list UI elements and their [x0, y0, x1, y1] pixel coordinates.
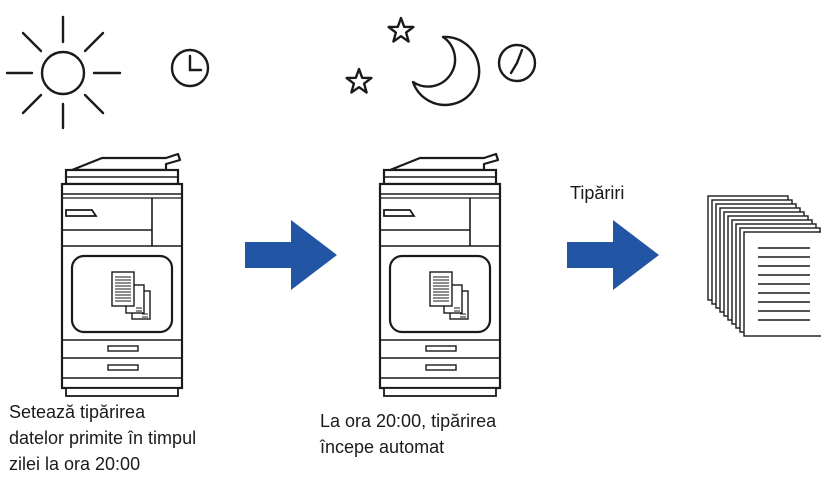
star-icon	[387, 16, 415, 43]
step1-caption: Setează tipărirea datelor primite în tim…	[9, 399, 196, 477]
printer-icon	[378, 152, 502, 398]
caption-line: La ora 20:00, tipărirea	[320, 411, 497, 431]
clock-icon	[170, 48, 210, 88]
arrow-label: Tipăriri	[570, 183, 625, 203]
moon-icon	[411, 35, 481, 107]
star-icon	[345, 67, 373, 94]
arrow-right-icon	[567, 220, 659, 290]
caption-line: Setează tipărirea	[9, 402, 146, 422]
clock-icon	[497, 43, 537, 83]
caption-line: datelor primite în timpul	[9, 428, 197, 448]
caption-line: începe automat	[320, 437, 445, 457]
sun-icon	[5, 15, 122, 130]
paper-stack-icon	[707, 195, 821, 337]
arrow-right-icon	[245, 220, 337, 290]
caption-line: zilei la ora 20:00	[9, 454, 141, 474]
printer-icon	[60, 152, 184, 398]
step2-caption: La ora 20:00, tipărirea începe automat	[320, 408, 496, 460]
